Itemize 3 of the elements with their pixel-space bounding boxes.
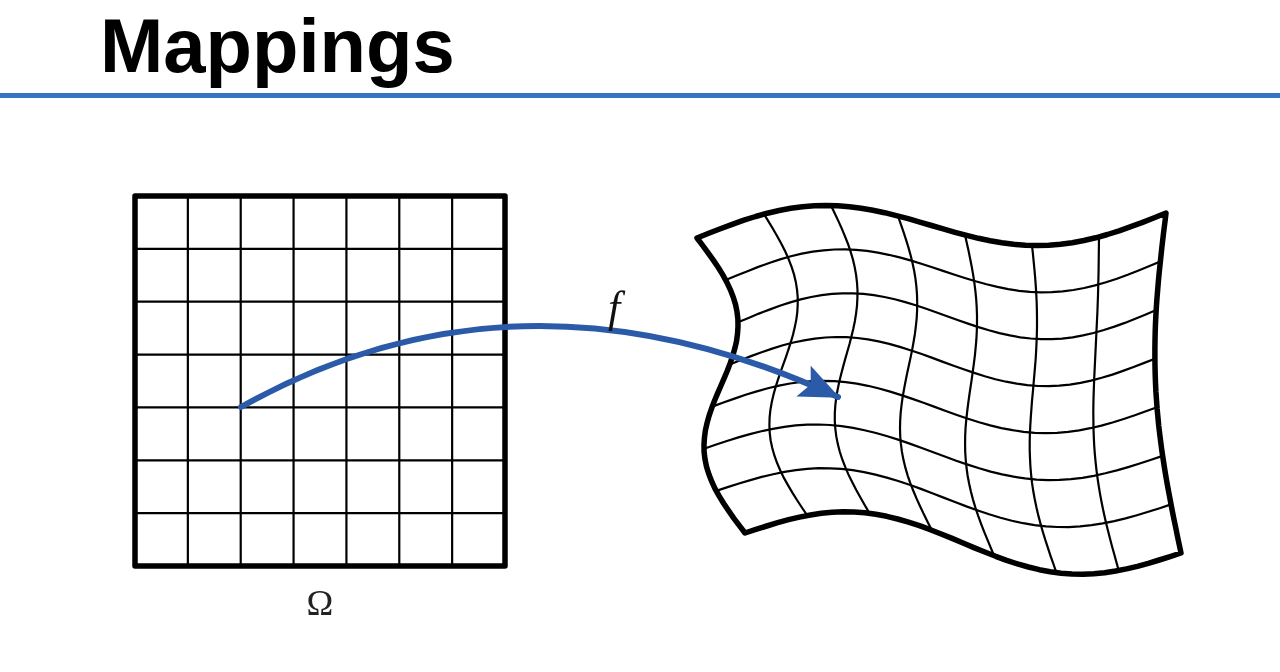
mapping-arrow <box>238 323 841 410</box>
edge-label: f <box>600 280 629 335</box>
grid-label: Ω <box>306 585 334 621</box>
